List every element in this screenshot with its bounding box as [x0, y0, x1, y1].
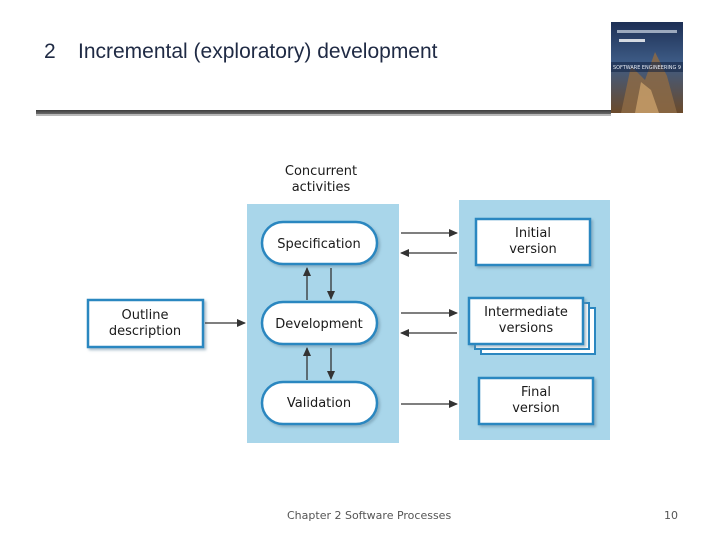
validation-node — [260, 380, 379, 426]
initial-version-label-line1: Initial — [515, 226, 551, 241]
book-cover-image: SOFTWARE ENGINEERING 9 — [611, 22, 683, 113]
title-underline — [36, 110, 611, 114]
footer-chapter: Chapter 2 Software Processes — [287, 509, 452, 522]
concurrent-activities-label-line1: Concurrent — [285, 164, 357, 179]
slide-number: 2 — [44, 40, 56, 63]
footer-page-number: 10 — [664, 509, 678, 522]
final-version-label-line2: version — [512, 401, 560, 416]
outline-description-box — [86, 298, 205, 349]
intermediate-versions-label-line1: Intermediate — [484, 305, 568, 320]
development-label: Development — [275, 317, 363, 332]
specification-node — [260, 220, 379, 266]
intermediate-versions-label-line2: versions — [499, 321, 554, 336]
slide-title: 2 Incremental (exploratory) development — [44, 40, 438, 64]
development-node — [260, 300, 379, 346]
initial-version-box — [474, 217, 592, 267]
concurrent-activities-label-line2: activities — [292, 180, 351, 195]
book-cover-title: SOFTWARE ENGINEERING 9 — [613, 65, 681, 71]
outline-description-label-line1: Outline — [121, 308, 168, 323]
final-version-label-line1: Final — [521, 385, 551, 400]
initial-version-label-line2: version — [509, 242, 557, 257]
final-version-box — [477, 376, 595, 426]
outline-description-label-line2: description — [109, 324, 181, 339]
validation-label: Validation — [287, 396, 351, 411]
specification-label: Specification — [277, 237, 360, 252]
slide-title-text: Incremental (exploratory) development — [78, 40, 438, 63]
intermediate-versions-box — [467, 296, 585, 346]
title-underline-shadow — [36, 114, 611, 116]
